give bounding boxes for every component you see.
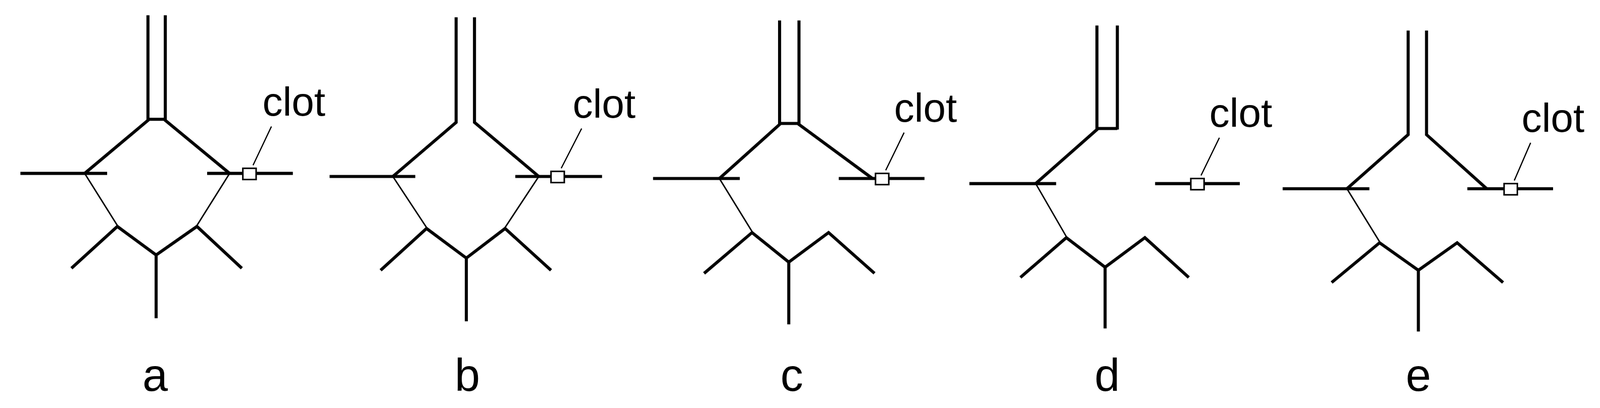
thin-vessel [1346, 188, 1380, 242]
leader-line [253, 126, 272, 166]
vessel [1035, 25, 1097, 184]
thin-vessel [197, 173, 230, 226]
vessel [84, 15, 149, 174]
leader-line [1200, 137, 1220, 176]
vessel [165, 15, 230, 174]
vessel [779, 121, 799, 125]
vessel [154, 255, 158, 319]
callout-label: clot [894, 87, 958, 129]
clot-marker [1504, 183, 1518, 196]
vessel-panel [329, 17, 602, 322]
clot-marker [551, 171, 565, 183]
panel-letter: b [454, 352, 480, 399]
vessel [1116, 25, 1120, 130]
thin-vessel [1035, 183, 1067, 237]
vessel [20, 171, 108, 175]
vessel [1346, 30, 1409, 189]
thin-vessel [393, 176, 427, 228]
callout-label: clot [1521, 98, 1585, 139]
vessel-panel [653, 20, 925, 325]
leader-line [561, 128, 582, 169]
callout-label: clot [572, 83, 636, 125]
panel-letter: a [142, 352, 168, 399]
clot-marker [1190, 178, 1204, 190]
vessel [393, 17, 457, 177]
callout-label: clot [262, 81, 326, 123]
panel-letter: c [780, 352, 804, 399]
vessel [1096, 126, 1118, 130]
vessel [1416, 270, 1420, 332]
vessel [969, 182, 1057, 186]
leader-line [1514, 142, 1531, 181]
vessel [787, 262, 791, 325]
vessel [148, 117, 166, 121]
vessel [1103, 267, 1107, 329]
vessel-panel [969, 25, 1240, 329]
thin-vessel [505, 176, 540, 228]
vessel-panel [1282, 30, 1554, 332]
clot-marker [875, 173, 889, 185]
thin-vessel [84, 173, 118, 226]
clot-marker [243, 168, 257, 180]
panel-letter: d [1094, 352, 1120, 399]
panel-letter: e [1405, 352, 1431, 399]
callout-label: clot [1209, 92, 1273, 134]
vessel [464, 258, 468, 322]
vessel [1282, 187, 1370, 191]
vessel [653, 176, 741, 180]
vessel [798, 20, 872, 179]
vessel [474, 17, 539, 177]
vessel [1426, 30, 1487, 189]
vessel [719, 20, 780, 179]
leader-line [885, 132, 904, 171]
thin-vessel [719, 178, 753, 232]
vessel [329, 174, 416, 178]
vessel-panel [20, 15, 293, 319]
